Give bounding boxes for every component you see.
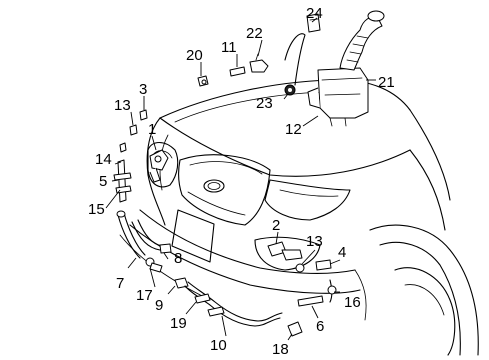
callout-16: 16: [344, 294, 361, 311]
callout-11: 11: [221, 39, 237, 56]
callout-13-upper: 13: [114, 97, 131, 114]
headlamp-washer-left: [149, 149, 169, 183]
callout-19: 19: [170, 315, 187, 332]
callout-20: 20: [186, 47, 203, 64]
callout-17: 17: [136, 287, 153, 304]
hose-left-upper: [113, 159, 132, 203]
hose-joint: [197, 75, 209, 87]
callout-14: 14: [95, 151, 112, 168]
vehicle-outline: [119, 33, 479, 356]
callout-4: 4: [338, 244, 346, 261]
leader-lines: [105, 17, 376, 341]
callout-12: 12: [285, 121, 302, 138]
callout-21: 21: [378, 74, 395, 91]
callout-15: 15: [88, 201, 105, 218]
callout-5: 5: [99, 173, 107, 190]
clip-3: [139, 109, 148, 121]
clip-13-upper: [129, 124, 138, 136]
washer-reservoir: [307, 10, 385, 127]
hose-connector: [229, 66, 246, 77]
callout-7: 7: [116, 275, 124, 292]
callout-18: 18: [272, 341, 289, 358]
callout-8: 8: [174, 250, 182, 267]
clip-14: [119, 142, 127, 153]
callout-9: 9: [155, 297, 163, 314]
grommet: [284, 84, 296, 96]
callout-24: 24: [306, 5, 323, 22]
hose-bottom: [174, 277, 283, 327]
callout-labels: 24 22 11 20 21 23 12 3 13 1 14 5 15 2 13…: [88, 5, 395, 358]
washer-nozzle: [249, 53, 269, 73]
callout-10: 10: [210, 337, 227, 354]
callout-6: 6: [316, 318, 324, 335]
callout-22: 22: [246, 25, 263, 42]
callout-3: 3: [139, 81, 147, 98]
headlamp-washer-right: [267, 241, 332, 273]
callout-1: 1: [148, 121, 156, 138]
hose-right: [287, 279, 337, 337]
callout-2: 2: [272, 217, 280, 234]
callout-23: 23: [256, 95, 273, 112]
callout-13-lower: 13: [306, 233, 323, 250]
hose-left-lower: [116, 210, 172, 273]
